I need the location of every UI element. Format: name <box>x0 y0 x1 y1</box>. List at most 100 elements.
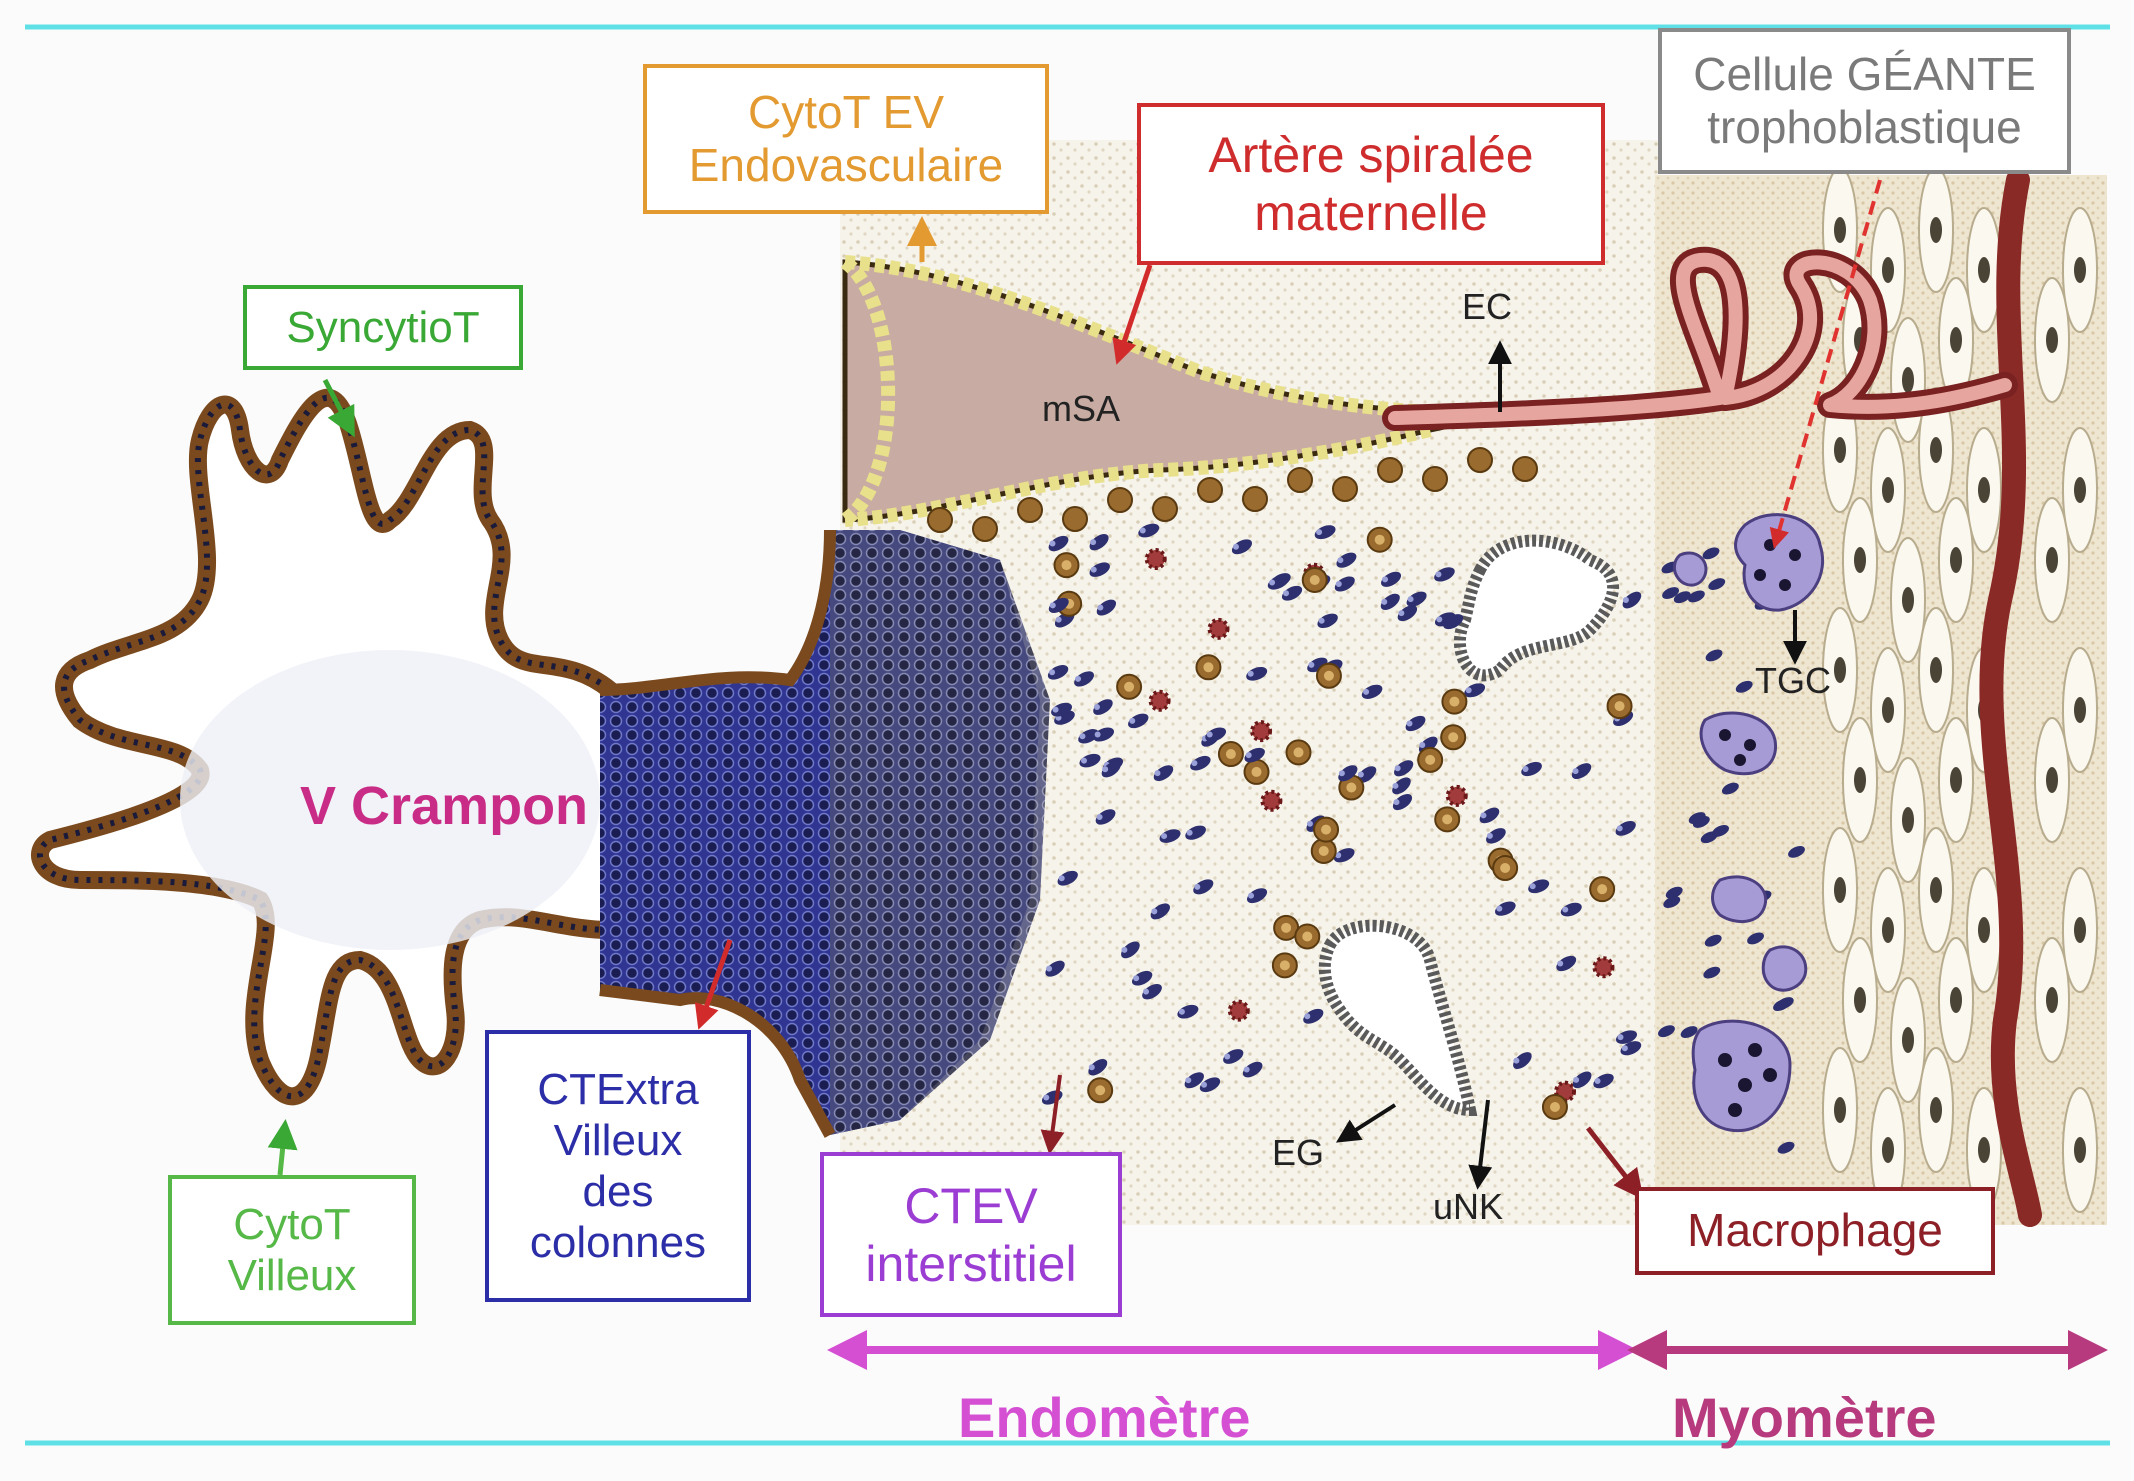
unk-nucleus <box>1302 931 1313 942</box>
unk-cell <box>1422 466 1448 492</box>
syncytiot-label: SyncytioT <box>243 285 523 370</box>
ctextra-line2: Villeux <box>553 1115 683 1165</box>
spindle-nucleus <box>1834 657 1846 683</box>
ctev-cell <box>1479 807 1500 824</box>
ctev-nucleus <box>1573 1076 1580 1083</box>
ctev-nucleus <box>1151 908 1158 915</box>
unk-nucleus <box>1425 754 1436 765</box>
spindle-nucleus <box>1882 477 1894 503</box>
ctev-cell <box>1051 702 1073 717</box>
spindle-nucleus <box>2046 767 2058 793</box>
spindle-nucleus <box>1978 1137 1990 1163</box>
unk-cell <box>1107 487 1133 513</box>
ctev-nucleus <box>1186 829 1193 836</box>
unk-cell <box>1017 497 1043 523</box>
macrophage-label: Macrophage <box>1635 1187 1995 1275</box>
ctev-cell <box>1334 576 1355 592</box>
ctev-arrow <box>1040 1074 1065 1155</box>
myometre-label: Myomètre <box>1672 1386 1937 1449</box>
unk-cell <box>1287 467 1313 493</box>
ctev-cell <box>1622 591 1642 609</box>
ctev-cell <box>1333 848 1355 863</box>
ctev-cell <box>1662 587 1680 599</box>
ctev-nucleus <box>1058 875 1065 882</box>
ctev-nucleus <box>1308 661 1315 668</box>
cytot-villeux-label: CytoT Villeux <box>168 1175 416 1325</box>
ctev-cell <box>1593 1073 1614 1089</box>
ctev-cell <box>1185 825 1206 840</box>
ctev-cell <box>1205 727 1227 742</box>
ctev-cell <box>1380 593 1400 610</box>
ctev-nucleus <box>1090 566 1097 573</box>
ctev-cell <box>1088 1058 1108 1076</box>
ctev-nucleus <box>1090 539 1097 546</box>
ctev-nucleus <box>1480 812 1487 819</box>
unk-nucleus <box>1309 574 1320 585</box>
ctev-nucleus <box>1306 820 1313 827</box>
ctev-cell <box>1688 812 1706 824</box>
ctev-nucleus <box>1075 675 1082 682</box>
macrophage-cell <box>1260 789 1283 812</box>
ctev-cell <box>1089 534 1109 551</box>
ctev-cell <box>1392 777 1411 795</box>
ctev-cell <box>1665 886 1683 899</box>
unk-nucleus <box>1323 670 1334 681</box>
ctev-nucleus <box>1055 616 1062 623</box>
ctev-nucleus <box>1357 771 1364 778</box>
ctev-cell <box>1615 820 1636 836</box>
ctev-cell <box>1338 765 1358 782</box>
unk-cell <box>1467 447 1493 473</box>
ctextra-line3: des <box>582 1167 654 1216</box>
ctev-cell <box>1153 765 1174 782</box>
ctev-cell <box>1096 599 1117 616</box>
ctev-nucleus <box>1049 540 1056 547</box>
ctev-nucleus <box>1102 766 1109 773</box>
ctev-cell <box>1223 1049 1244 1064</box>
spindle-nucleus <box>1978 257 1990 283</box>
spiral-artery-coils-inner <box>1388 252 2012 425</box>
ctev-nucleus <box>1529 883 1536 890</box>
ctev-cell <box>1556 955 1577 972</box>
macrophage-cell <box>1227 999 1250 1022</box>
ctev-cell <box>1303 1008 1324 1024</box>
ctev-nucleus <box>1594 1077 1601 1084</box>
unk-cell <box>1377 457 1403 483</box>
ctev-cell <box>1712 824 1729 837</box>
ctev-nucleus <box>1243 1066 1250 1073</box>
ctev-cell <box>1405 715 1426 732</box>
ctev-nucleus <box>1316 529 1323 536</box>
ctev-nucleus <box>1394 765 1401 772</box>
ctextra-line1: CTExtra <box>537 1064 699 1114</box>
ctev-cell <box>1777 1141 1795 1154</box>
ctev-nucleus <box>1513 1057 1520 1064</box>
ctev-cell <box>1138 523 1160 538</box>
ctev-nucleus <box>1178 1008 1185 1015</box>
unk-nucleus <box>1549 1101 1560 1112</box>
unk-cell <box>1242 486 1268 512</box>
cytot-villeux-line2: Villeux <box>227 1251 357 1300</box>
unk-nucleus <box>1124 681 1135 692</box>
myometre-vessel <box>1979 168 2042 1227</box>
spiral-artery-lower-cells <box>844 423 1432 527</box>
ctev-cell <box>1721 782 1739 795</box>
ctev-cell <box>1159 829 1181 843</box>
ctev-nucleus <box>1304 1013 1311 1020</box>
v-crampon-label: V Crampon <box>300 776 589 836</box>
ctev-nucleus <box>1096 813 1103 820</box>
ctev-cell <box>1788 845 1805 858</box>
ctev-cell <box>1184 1072 1204 1089</box>
ctev-nucleus <box>1194 883 1201 890</box>
cellule-geante-line1: Cellule GÉANTE <box>1693 47 2036 100</box>
ctev-nucleus <box>1419 741 1426 748</box>
ctev-cell <box>1142 983 1162 1000</box>
ctev-cell <box>1702 547 1720 560</box>
ctev-nucleus <box>1616 825 1623 832</box>
spindle-nucleus <box>1978 917 1990 943</box>
unk-nucleus <box>1500 863 1511 874</box>
unk-cell <box>1512 456 1538 482</box>
artere-arrow <box>1112 264 1153 365</box>
ctev-cell <box>1571 763 1592 780</box>
ctev-nucleus <box>1191 760 1198 767</box>
ctev-cell <box>1089 562 1110 577</box>
cytot-ev-line1: CytoT EV <box>748 85 944 138</box>
